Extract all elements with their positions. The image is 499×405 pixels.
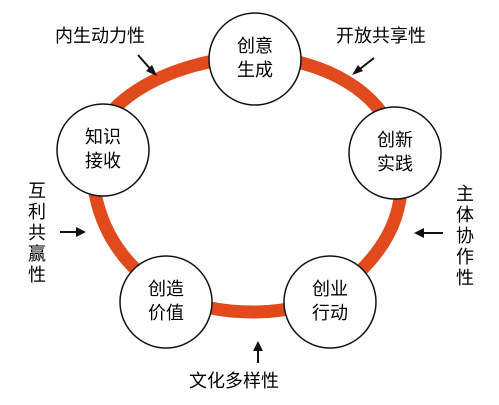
node-label-line1: 创意 <box>237 36 273 57</box>
node-value-creation: 创造 价值 <box>119 255 213 349</box>
arrow-subject-collaboration <box>414 228 443 238</box>
node-circle <box>208 12 302 106</box>
node-label-line1: 创业 <box>312 279 348 300</box>
node-label-line2: 实践 <box>377 154 413 175</box>
node-label-line2: 价值 <box>148 303 184 324</box>
node-entrepreneurial-action: 创业 行动 <box>283 255 377 349</box>
node-knowledge-acceptance: 知识 接收 <box>56 103 150 197</box>
arrow-mutual-benefit <box>60 227 86 237</box>
label-mutual-benefit: 互 利 共 赢 性 <box>28 181 46 286</box>
label-open-sharing: 开放共享性 <box>336 26 426 47</box>
node-label-line1: 创造 <box>148 279 184 300</box>
node-label-line2: 接收 <box>85 151 121 172</box>
label-char: 体 <box>456 205 474 226</box>
node-label-line1: 知识 <box>85 127 121 148</box>
node-innovation-practice: 创新 实践 <box>348 106 442 200</box>
node-circle <box>56 103 150 197</box>
node-circle <box>283 255 377 349</box>
label-char: 利 <box>28 202 46 223</box>
label-char: 互 <box>28 181 46 202</box>
label-endogenous-dynamics: 内生动力性 <box>55 26 145 47</box>
label-char: 性 <box>28 265 46 286</box>
label-char: 主 <box>456 184 474 205</box>
node-creative-generation: 创意 生成 <box>208 12 302 106</box>
node-label-line2: 行动 <box>312 303 348 324</box>
node-circle <box>348 106 442 200</box>
node-circle <box>119 255 213 349</box>
node-label-line2: 生成 <box>237 60 273 81</box>
label-char: 协 <box>456 226 474 247</box>
arrow-endogenous-dynamics <box>137 54 157 76</box>
label-char: 性 <box>456 268 474 289</box>
arrow-cultural-diversity <box>253 341 263 363</box>
label-subject-collaboration: 主 体 协 作 性 <box>456 184 474 289</box>
label-char: 作 <box>456 247 474 268</box>
node-label-line1: 创新 <box>377 130 413 151</box>
label-char: 赢 <box>28 243 46 265</box>
arrow-open-sharing <box>352 57 375 75</box>
label-cultural-diversity: 文化多样性 <box>189 371 279 392</box>
label-char: 共 <box>28 223 46 244</box>
